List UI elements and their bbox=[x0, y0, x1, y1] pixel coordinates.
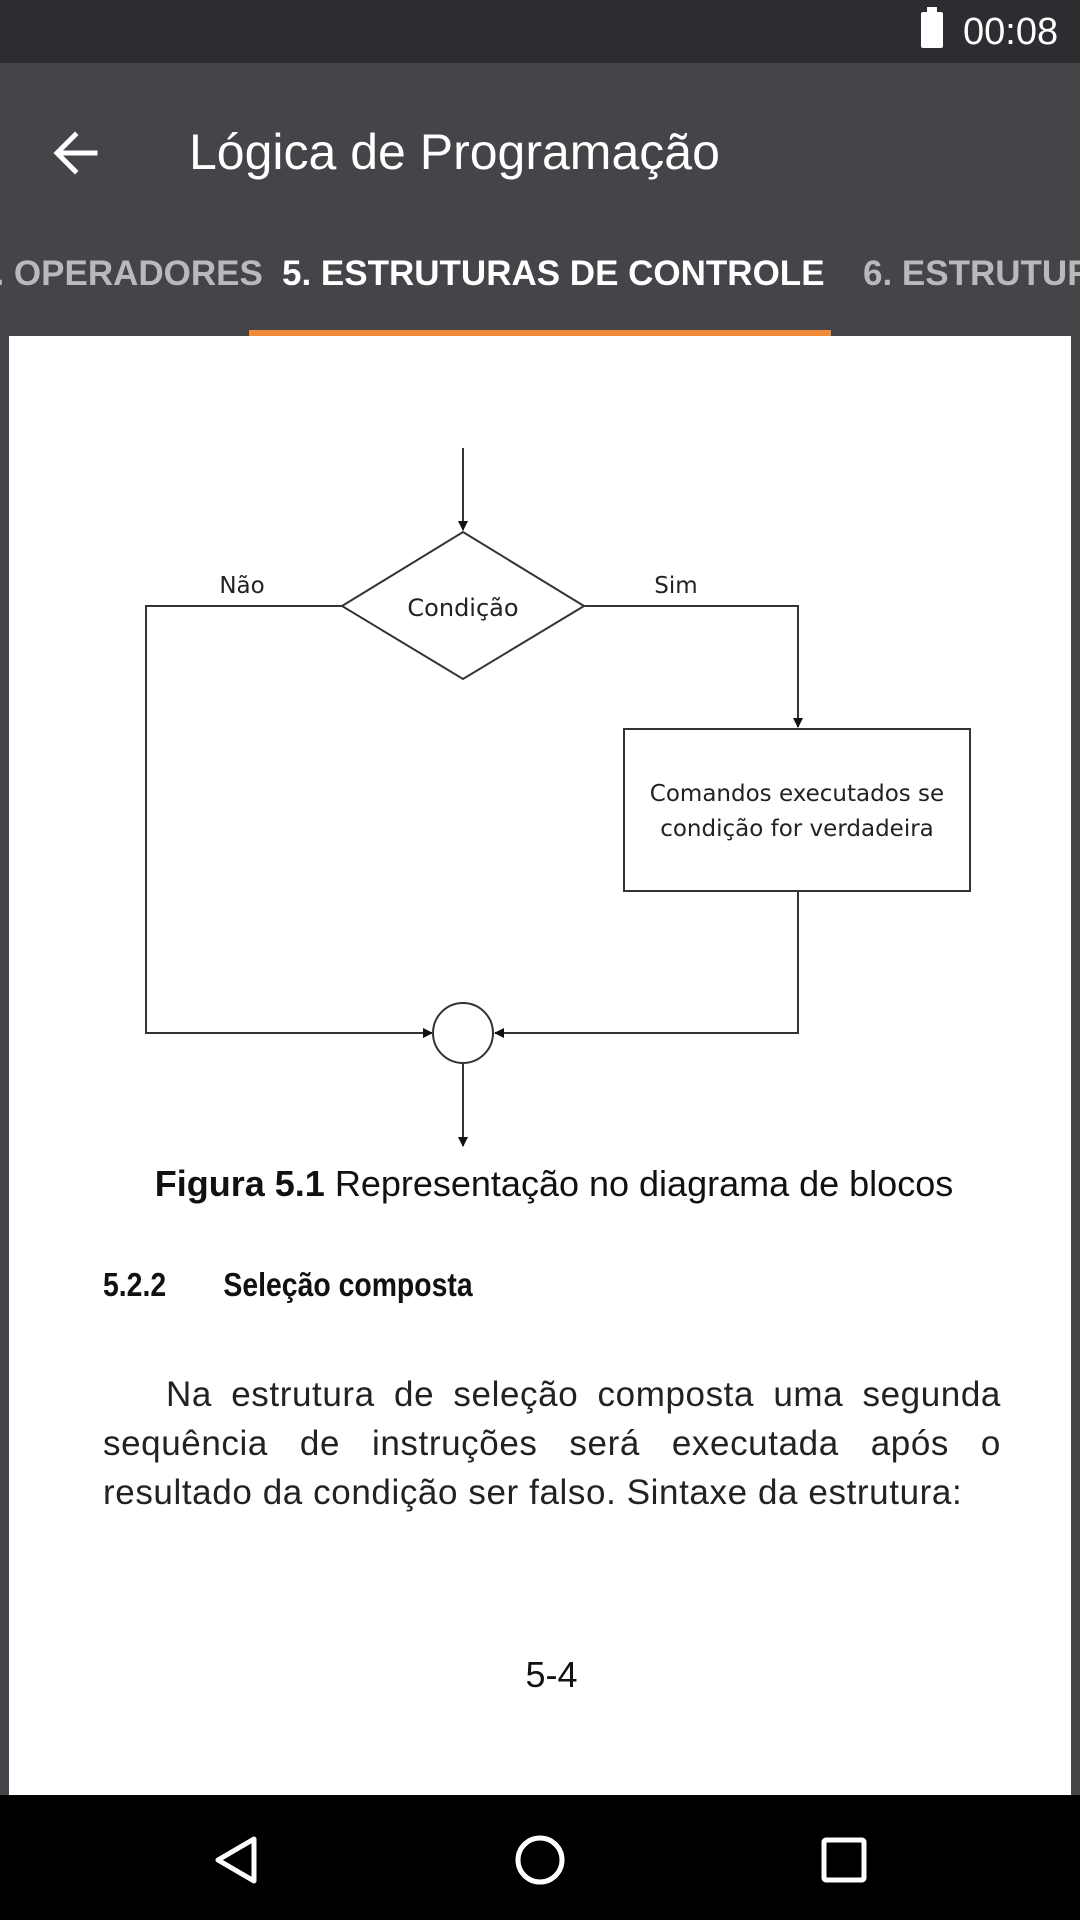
flowchart-diagram: Condição Não Sim Comandos executados se … bbox=[145, 448, 971, 1147]
page-title: Lógica de Programação bbox=[189, 124, 720, 180]
active-tab-indicator bbox=[249, 330, 831, 336]
nav-recents-button[interactable] bbox=[799, 1815, 889, 1905]
home-circle-icon bbox=[515, 1835, 565, 1885]
return-line bbox=[494, 891, 799, 1038]
tab-estruturas-de-dados[interactable]: 6. ESTRUTURAS DE DADOS bbox=[863, 254, 1080, 293]
app-bar: Lógica de Programação bbox=[0, 63, 1080, 271]
condition-diamond bbox=[340, 530, 586, 681]
action-text-line-2: condição for verdadeira bbox=[660, 816, 934, 842]
figure-caption: Figura 5.1 Representação no diagrama de … bbox=[9, 1163, 1071, 1205]
section-number: 5.2.2 bbox=[103, 1266, 167, 1303]
back-button[interactable] bbox=[30, 108, 120, 198]
tab-operadores[interactable]: 4. OPERADORES bbox=[0, 254, 263, 293]
action-text-line-1: Comandos executados se bbox=[650, 781, 944, 807]
figure-caption-text: Representação no diagrama de blocos bbox=[334, 1163, 954, 1204]
no-branch-line bbox=[145, 605, 433, 1038]
yes-branch-line bbox=[584, 605, 803, 728]
body-text: Na estrutura de seleção composta uma seg… bbox=[103, 1370, 1001, 1517]
figure-label: Figura 5.1 bbox=[154, 1163, 325, 1204]
tab-bar: 4. OPERADORES 5. ESTRUTURAS DE CONTROLE … bbox=[0, 200, 1080, 336]
status-time: 00:08 bbox=[963, 11, 1059, 53]
navigation-bar bbox=[0, 1795, 1080, 1920]
yes-label: Sim bbox=[654, 573, 697, 599]
page-number: 5-4 bbox=[525, 1654, 578, 1695]
back-triangle-icon bbox=[215, 1836, 257, 1884]
document-page[interactable]: Condição Não Sim Comandos executados se … bbox=[9, 336, 1071, 1795]
paragraph: Na estrutura de seleção composta uma seg… bbox=[103, 1375, 1001, 1512]
section-title: Seleção composta bbox=[223, 1266, 473, 1303]
nav-home-button[interactable] bbox=[495, 1815, 585, 1905]
status-bar: 00:08 bbox=[0, 0, 1080, 63]
condition-label: Condição bbox=[407, 594, 518, 622]
action-box bbox=[623, 728, 971, 892]
section-heading: 5.2.2 Seleção composta bbox=[103, 1266, 473, 1304]
no-label: Não bbox=[219, 573, 264, 599]
recents-square-icon bbox=[821, 1837, 867, 1883]
nav-back-button[interactable] bbox=[191, 1815, 281, 1905]
tab-estruturas-de-controle[interactable]: 5. ESTRUTURAS DE CONTROLE bbox=[282, 254, 825, 293]
battery-icon bbox=[921, 7, 943, 48]
arrow-left-icon bbox=[53, 131, 98, 175]
junction-circle bbox=[432, 1002, 494, 1064]
